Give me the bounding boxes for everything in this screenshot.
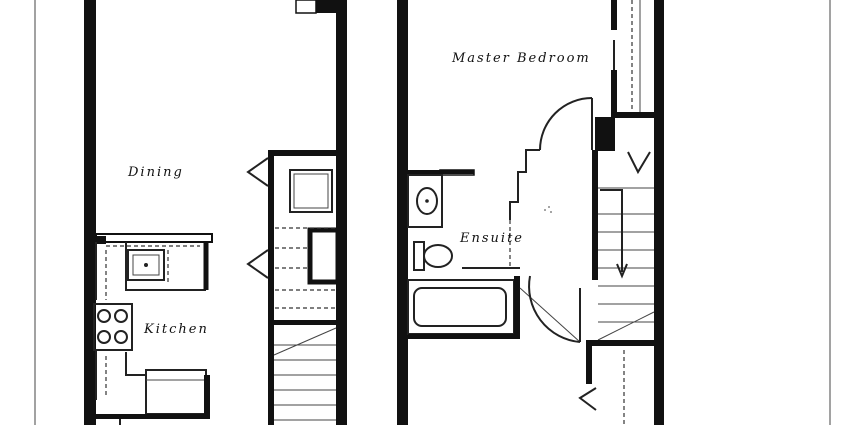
closet-door-swing-upper [246,157,269,187]
kitchen-sink [127,249,165,281]
stair-wall-left [592,150,598,280]
kitchen-wall-stub [94,236,106,244]
hvac-unit [289,169,333,213]
stove-burner [97,309,111,323]
room-label-master-bedroom: Master Bedroom [451,51,591,66]
kitchen-stove [93,303,133,351]
room-label-dining: Dining [127,165,184,180]
linen-door-swing [578,387,597,411]
bathroom-door-swing [528,275,581,343]
ensuite-bottom-wall [408,334,520,339]
top-door-frame [295,0,317,14]
stove-burner [114,309,128,323]
stair-break-line [597,311,655,341]
stair-break-line [273,327,337,356]
stair-direction-chevron [627,151,651,175]
ensuite-vanity [407,174,443,228]
ensuite-sink [416,187,438,215]
kitchen-fridge-wall [204,375,210,415]
kitchen-counters [93,233,213,425]
ensuite-door-frame [439,169,475,176]
stair-wall-top [595,117,615,151]
main-floor-right-wall [336,0,347,425]
upper-floor-right-wall [654,0,664,425]
stair-wall-left [268,150,274,425]
kitchen-sink-basin [132,254,160,276]
closet-wall-bottom [611,112,657,118]
closet-door-swing-lower [246,249,269,279]
closet-wall-top [611,0,617,30]
room-label-kitchen: Kitchen [143,322,209,337]
main-stair-treads [273,327,337,421]
room-label-ensuite: Ensuite [459,231,524,246]
ensuite-sink-drain [425,199,429,203]
scan-speckle [550,211,552,213]
upper-floor-plan: Master Bedroom Ensuite [397,0,664,425]
closet-wall [611,70,617,118]
ensuite-stepped-wall [509,149,540,220]
stove-burner [114,330,128,344]
stair-landing-wall [274,320,336,325]
stair-direction-arrow-head [616,263,628,279]
kitchen-counter-inner [125,242,206,291]
kitchen-fridge [145,369,207,415]
tub-end-wall [514,276,520,338]
upper-stair [578,151,655,425]
top-door-jamb [316,0,338,13]
bathtub-basin [413,287,507,327]
stair-direction-arrow-line [600,189,623,272]
stair-bottom-left-wall [586,340,592,384]
stove-burner [97,330,111,344]
kitchen-bottom-wall [96,414,210,419]
main-floor-plan: Dining Kitchen [84,0,347,425]
scan-speckle [548,206,550,208]
kitchen-sink-drain [144,263,148,267]
main-floor-left-wall [84,0,96,425]
upper-floor-left-wall-lower [397,340,408,425]
stair-bottom-wall [590,340,654,346]
stair-wall-top [268,150,338,156]
toilet-tank [413,241,425,271]
kitchen-lower-counter-inner [125,352,145,376]
kitchen-upper-counter-edge [95,233,213,243]
scan-speckle [544,209,546,211]
ensuite-door-swing [539,97,593,151]
toilet-bowl [423,244,453,268]
upper-floor-left-wall [397,0,408,340]
closet-partition [307,227,341,285]
hvac-unit-inner [293,173,329,209]
